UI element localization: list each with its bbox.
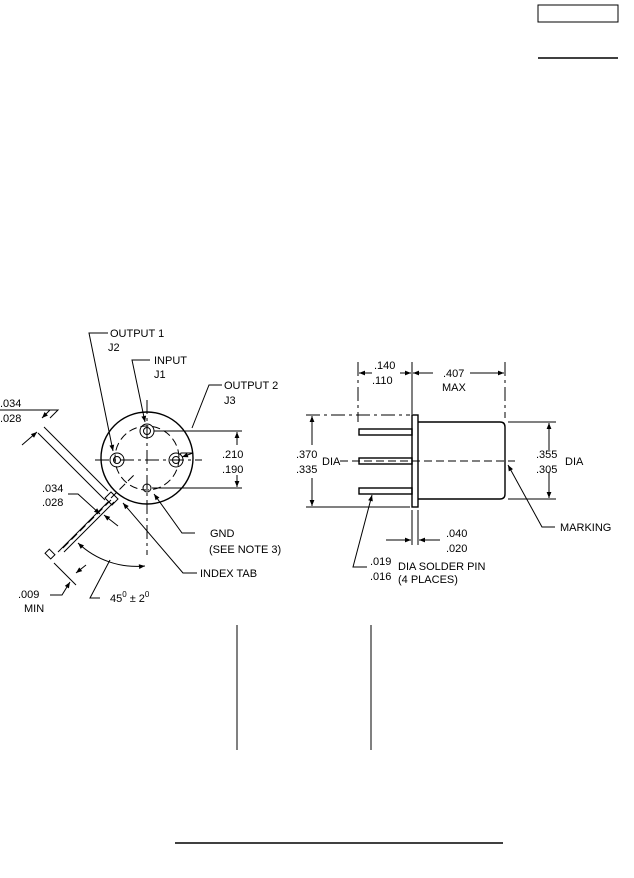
- body-len: .407: [443, 368, 464, 380]
- top-view: OUTPUT 1 J2 INPUT J1 OUTPUT 2 J3 .034 .0…: [0, 328, 281, 615]
- side-view: .140 .110 .407 MAX .370 .335 DIA .355 .3…: [296, 360, 611, 586]
- body-len-note: MAX: [442, 382, 467, 394]
- pin-bottom: [358, 487, 413, 495]
- gap-dim: .009: [18, 589, 39, 601]
- input-ref: J1: [154, 369, 166, 381]
- body-dia-label: DIA: [565, 456, 584, 468]
- body-dia-max: .355: [536, 449, 557, 461]
- body: [418, 421, 506, 500]
- output2-ref: J3: [224, 395, 236, 407]
- gnd-pin: [142, 483, 152, 493]
- pin-spacing-min: .190: [222, 464, 243, 476]
- tab2-min: .028: [42, 497, 63, 509]
- tab2-max: .034: [42, 483, 63, 495]
- tab-width-max: .034: [0, 398, 21, 410]
- pin-top: [358, 428, 413, 436]
- tab-width-min: .028: [0, 413, 21, 425]
- flange-thk-max: .040: [446, 528, 467, 540]
- pin-dia-max: .019: [370, 556, 391, 568]
- gnd-label: GND: [210, 528, 235, 540]
- marking-label: MARKING: [560, 522, 611, 534]
- pin-spacing-max: .210: [222, 449, 243, 461]
- pin-label: DIA SOLDER PIN: [398, 561, 485, 573]
- output1-label: OUTPUT 1: [110, 328, 164, 340]
- output2-pin: [168, 452, 184, 468]
- output1-pin: [109, 452, 125, 468]
- flange-dia-label: DIA: [322, 456, 341, 468]
- output1-ref: J2: [108, 342, 120, 354]
- pin-len-min: .110: [372, 375, 393, 387]
- index-tab-label: INDEX TAB: [200, 568, 257, 580]
- pin-len-max: .140: [374, 360, 395, 372]
- output2-label: OUTPUT 2: [224, 380, 278, 392]
- input-label: INPUT: [154, 355, 187, 367]
- body-dia-min: .305: [536, 464, 557, 476]
- header-box: [537, 4, 619, 23]
- gap-note: MIN: [24, 603, 44, 615]
- flange-dia-max: .370: [296, 449, 317, 461]
- pin-count: (4 PLACES): [398, 574, 458, 586]
- flange-thk-min: .020: [446, 543, 467, 555]
- pin-dia-min: .016: [370, 571, 391, 583]
- flange-dia-min: .335: [296, 464, 317, 476]
- angle-label: 450± 20: [110, 590, 150, 605]
- gnd-note: (SEE NOTE 3): [209, 544, 281, 556]
